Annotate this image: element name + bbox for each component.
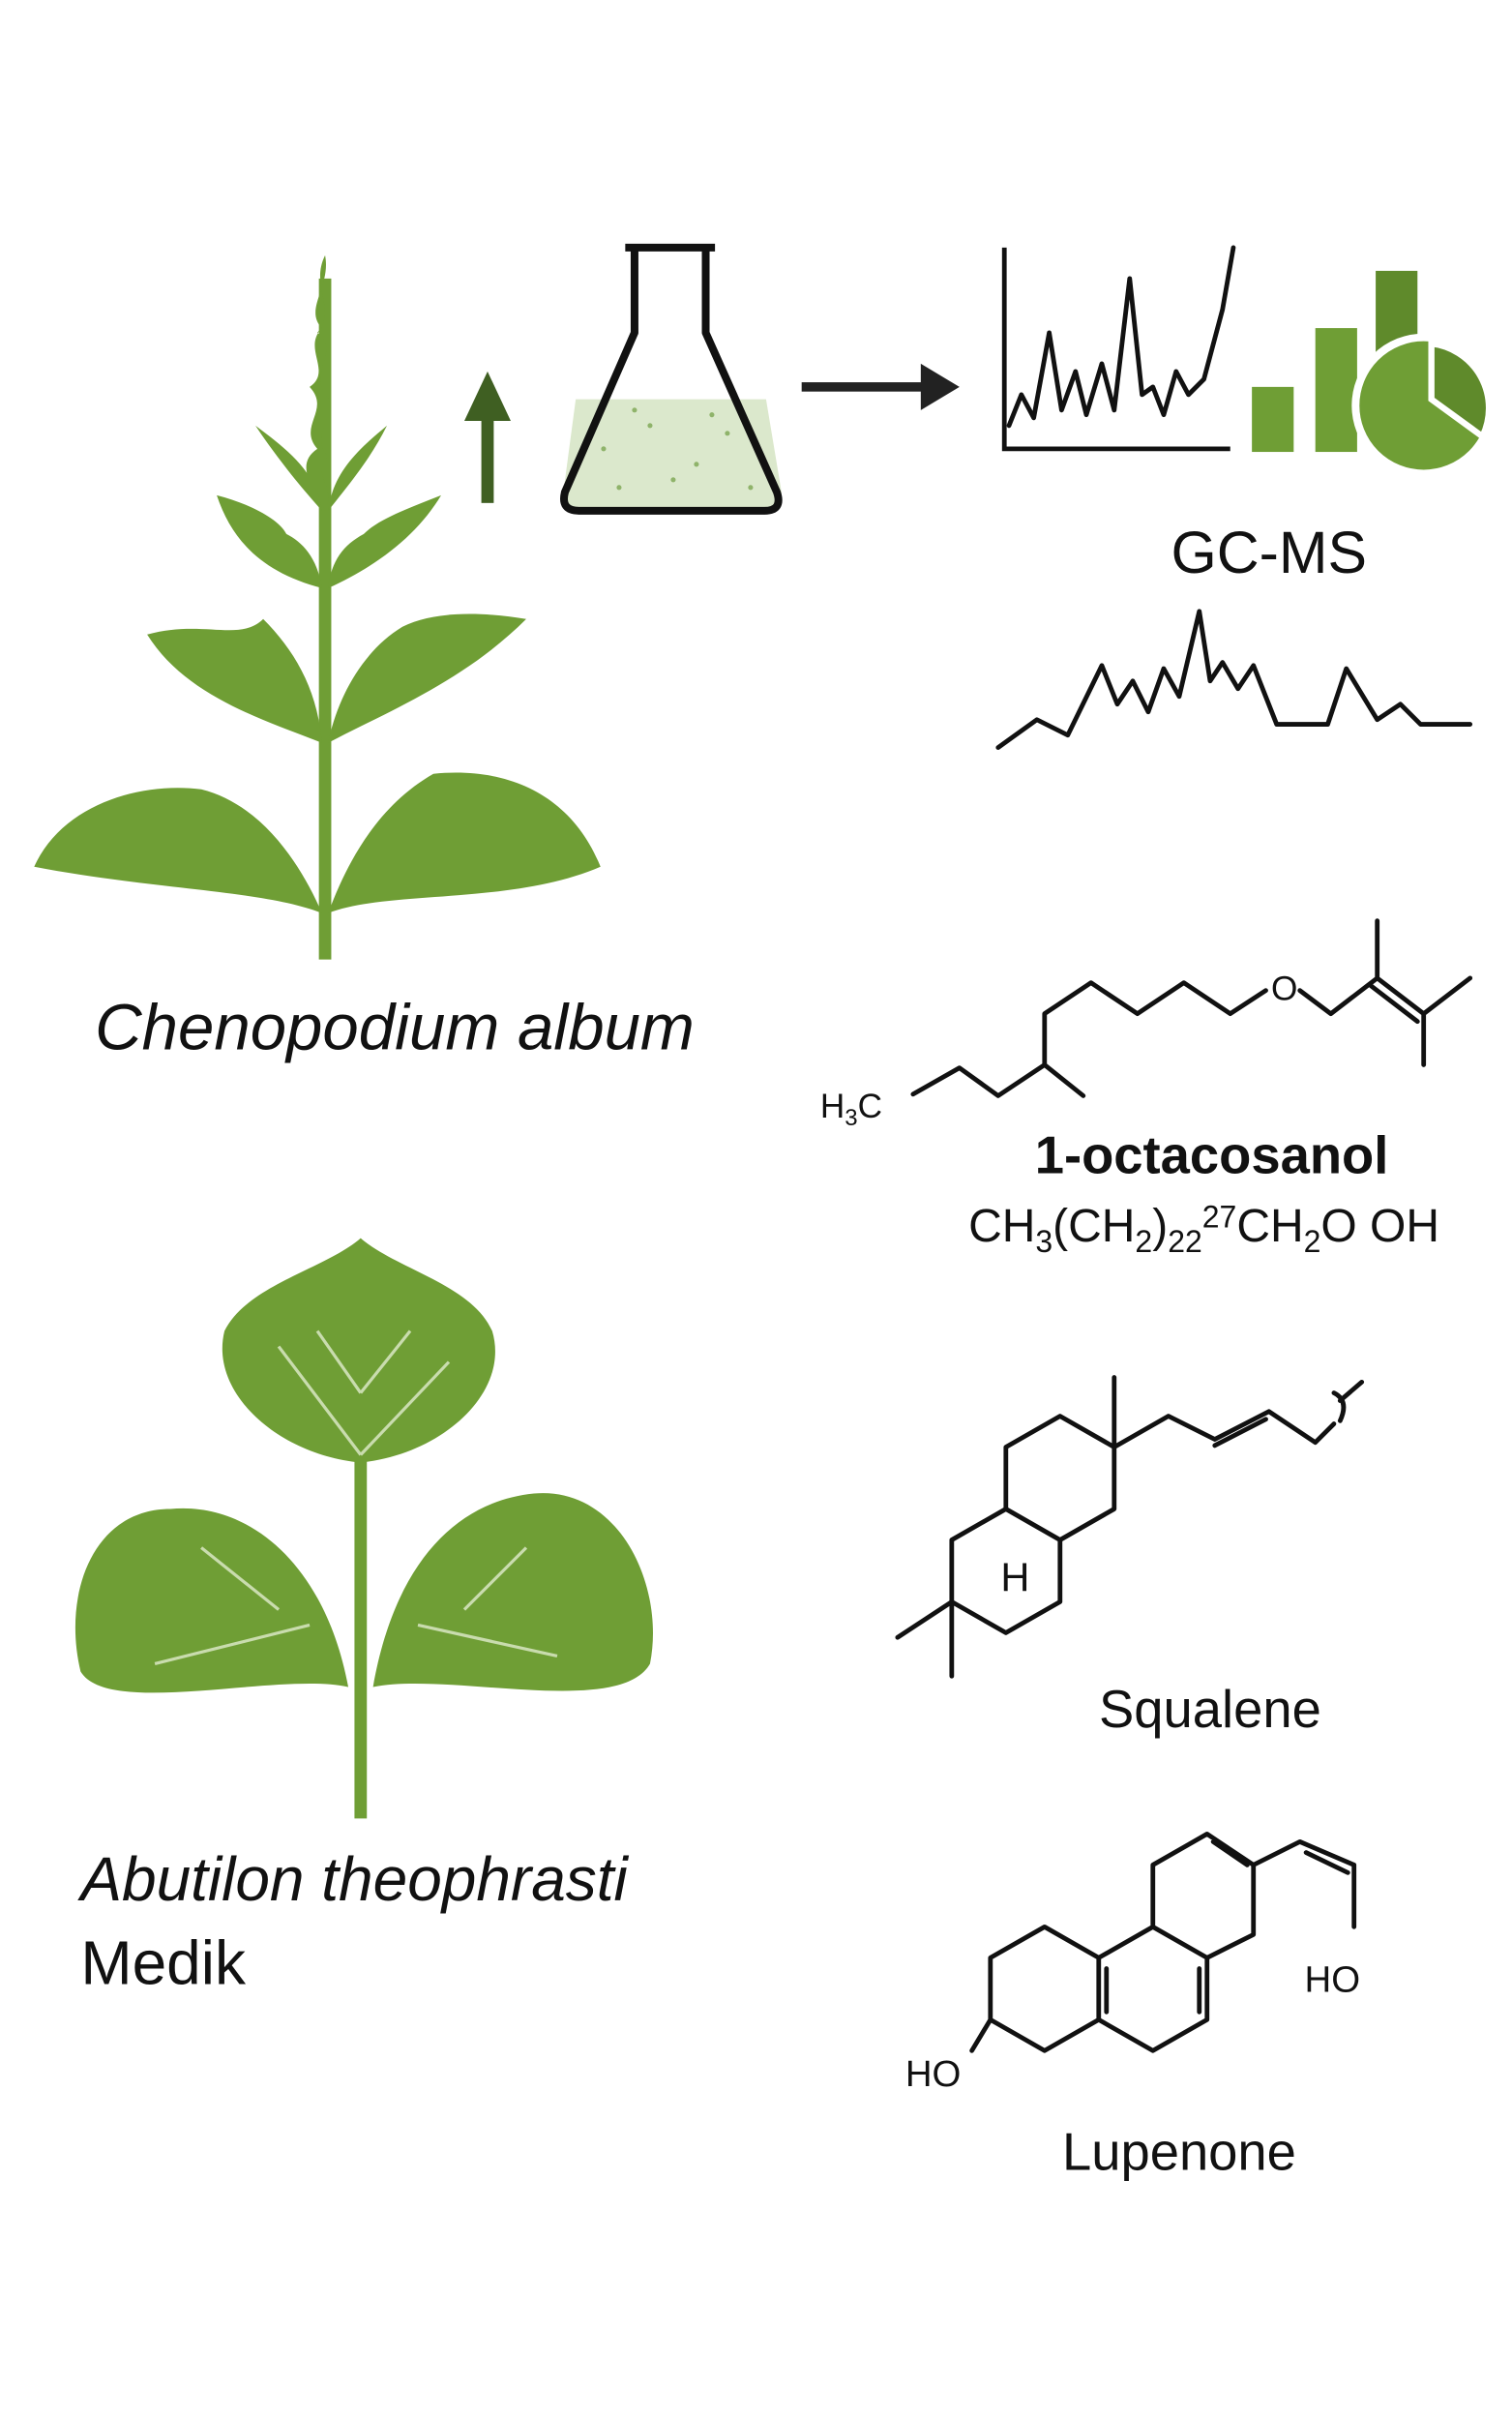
flask-icon bbox=[560, 243, 783, 515]
abutilon-plant-icon bbox=[74, 1238, 653, 1819]
atom-o: O bbox=[1271, 970, 1297, 1007]
method-label: GC-MS bbox=[1171, 520, 1367, 585]
compound-formula-octacosanol: CH3(CH2)2227CH2O OH bbox=[968, 1199, 1439, 1259]
compound-name-lupenone: Lupenone bbox=[1062, 2122, 1296, 2181]
chromatogram-icon bbox=[1001, 245, 1236, 452]
atom-ho-1: HO bbox=[905, 2053, 962, 2095]
pie-chart-icon bbox=[1351, 333, 1497, 478]
up-arrow-icon bbox=[463, 371, 511, 503]
squalene-structure: H bbox=[895, 1375, 1365, 1679]
right-arrow-icon bbox=[801, 363, 960, 410]
octacosanol-structure: O H3C bbox=[820, 918, 1473, 1131]
h3c-label: H3C bbox=[820, 1088, 882, 1131]
chenopodium-plant-icon bbox=[34, 254, 601, 960]
plant-authority: Medik bbox=[80, 1928, 247, 1998]
lupenone-structure: HO HO bbox=[905, 1831, 1361, 2095]
atom-h: H bbox=[1000, 1554, 1029, 1599]
atom-ho-2: HO bbox=[1305, 1959, 1361, 2001]
plant-name-chenopodium: Chenopodium album bbox=[95, 991, 695, 1063]
spectrum-trace-icon bbox=[995, 609, 1473, 750]
compound-name-octacosanol: 1-octacosanol bbox=[1035, 1125, 1389, 1184]
compound-name-squalene: Squalene bbox=[1099, 1680, 1321, 1739]
plant-name-abutilon: Abutilon theophrasti bbox=[76, 1844, 629, 1914]
